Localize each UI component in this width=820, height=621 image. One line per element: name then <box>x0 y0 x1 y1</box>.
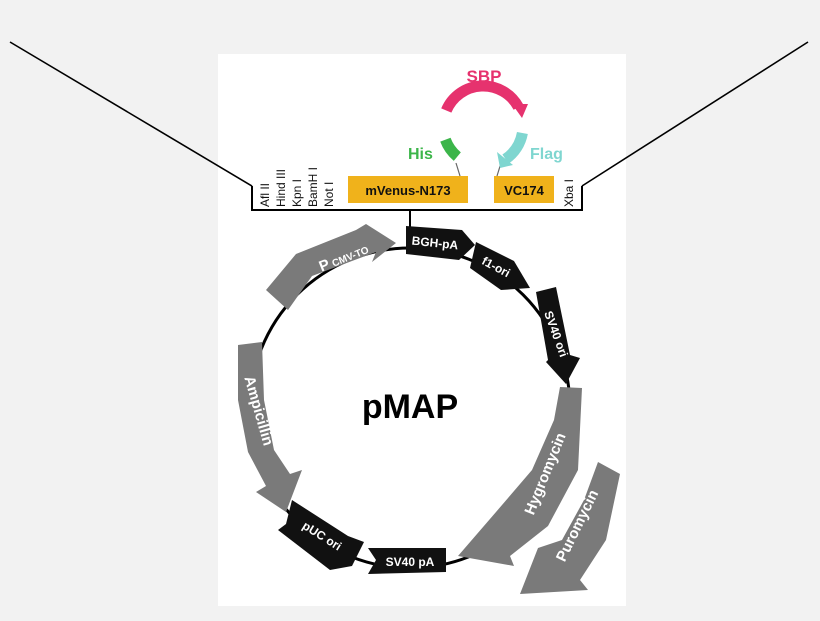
flag-tag-arc <box>502 131 528 164</box>
zoom-line-right <box>581 41 809 187</box>
promoter-arrow <box>266 224 396 310</box>
hygromycin-arrow <box>458 387 582 566</box>
flag-label: Flag <box>530 146 563 163</box>
sv40-pa-label: SV40 pA <box>386 555 435 569</box>
restriction-site-hindiii: Hind III <box>274 169 288 207</box>
sbp-arrowhead <box>512 104 528 118</box>
vc174-label: VC174 <box>504 183 545 198</box>
f1-ori-arrow <box>470 242 530 290</box>
flag-arrowhead <box>497 152 513 168</box>
his-connector <box>455 162 461 177</box>
puromycin-arrow <box>520 462 620 594</box>
sbp-label: SBP <box>467 67 502 86</box>
plasmid-name: pMAP <box>362 388 458 426</box>
vc174-box <box>494 176 554 203</box>
sv40-pa-arrow <box>368 548 446 574</box>
ampicillin-arrow <box>238 342 302 512</box>
mvenus-n173-label: mVenus-N173 <box>365 183 450 198</box>
restriction-site-noti: Not I <box>322 182 336 207</box>
his-tag-arc <box>440 137 462 161</box>
mvenus-n173-box <box>348 176 468 203</box>
restriction-site-bamhi: BamH I <box>306 167 320 207</box>
restriction-site-xbai: Xba I <box>562 179 576 207</box>
bgh-pa-arrow <box>406 226 475 260</box>
bgh-pa-label: BGH-pA <box>411 234 459 253</box>
restriction-site-kpni: Kpn I <box>290 179 304 207</box>
insert-bracket <box>251 186 583 211</box>
his-label: His <box>408 146 433 163</box>
restriction-site-aflii: Afl II <box>258 183 272 207</box>
puc-ori-arrow <box>278 500 364 570</box>
sv40-ori-arrow <box>536 287 580 384</box>
zoom-line-left <box>9 41 253 187</box>
sbp-tag-arc <box>441 80 524 113</box>
